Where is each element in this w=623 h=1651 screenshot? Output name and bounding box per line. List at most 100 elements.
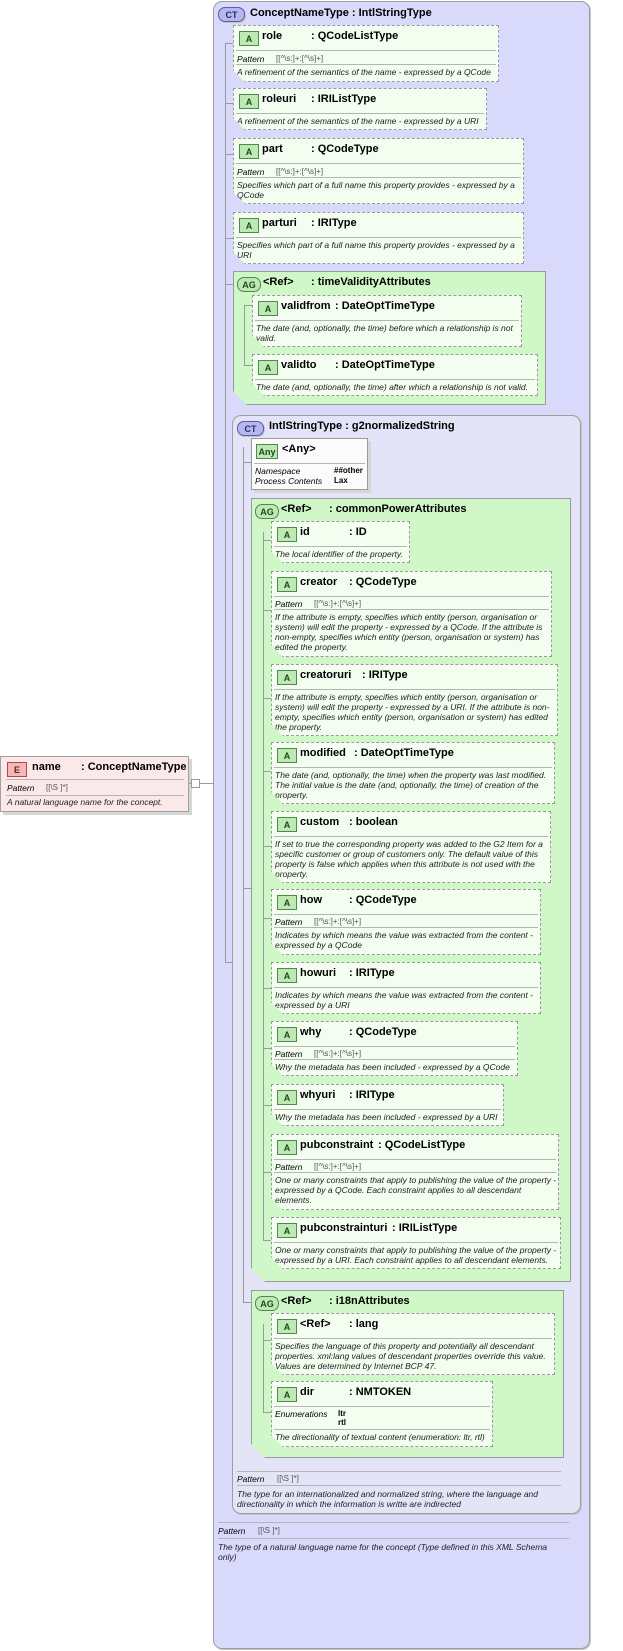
attr-part[interactable]: A part : QCodeType Pattern [[^\s:]+:[^\s… [233, 138, 524, 204]
attr-roleuri-type: : IRIListType [311, 93, 377, 105]
attr-id-doc: The local identifier of the property. [275, 549, 403, 559]
attr-how-doc: Indicates by which means the value was e… [275, 930, 533, 950]
attr-part-pattern-value: [[^\s:]+:[^\s]+] [276, 167, 324, 176]
attribute-group-badge: AG [255, 1296, 279, 1311]
concept-pattern-value: [[\S ]*] [258, 1526, 280, 1535]
attribute-badge: A [258, 360, 278, 375]
complex-type-badge: CT [237, 421, 264, 436]
attr-validto-type: : DateOptTimeType [335, 359, 435, 371]
attr-creator[interactable]: A creator : QCodeType Pattern [[^\s:]+:[… [271, 571, 552, 657]
attr-part-doc: Specifies which part of a full name this… [237, 180, 515, 200]
attr-validto-doc: The date (and, optionally, the time) aft… [256, 382, 528, 392]
attr-howuri[interactable]: A howuri : IRIType Indicates by which me… [271, 962, 541, 1014]
intl-doc: The type for an internationalized and no… [237, 1489, 538, 1509]
attr-creatoruri-type: : IRIType [362, 669, 408, 681]
attr-howuri-doc: Indicates by which means the value was e… [275, 990, 533, 1010]
attr-roleuri[interactable]: A roleuri : IRIListType A refinement of … [233, 88, 487, 130]
attr-id[interactable]: A id : ID The local identifier of the pr… [271, 521, 410, 563]
attribute-badge: A [258, 301, 278, 316]
intl-pattern-value: [[\S ]*] [277, 1474, 299, 1483]
attribute-badge: A [277, 1140, 297, 1155]
attr-validfrom[interactable]: A validfrom : DateOptTimeType The date (… [252, 295, 522, 347]
complex-type-badge: CT [218, 7, 245, 22]
attr-pubconstraint[interactable]: A pubconstraint : QCodeListType Pattern … [271, 1134, 559, 1210]
attr-id-type: : ID [349, 526, 367, 538]
attr-validto-name: validto [281, 359, 317, 371]
attribute-badge: A [277, 527, 297, 542]
attribute-badge: A [277, 817, 297, 832]
attr-why[interactable]: A why : QCodeType Pattern [[^\s:]+:[^\s]… [271, 1021, 518, 1076]
attr-parturi-doc: Specifies which part of a full name this… [237, 240, 515, 260]
intl-type-title: IntlStringType : g2normalizedString [269, 420, 455, 432]
attr-how-type: : QCodeType [349, 894, 417, 906]
attr-validfrom-doc: The date (and, optionally, the time) bef… [256, 323, 513, 343]
concept-type-doc: The type of a natural language name for … [218, 1542, 548, 1562]
attr-modified-doc: The date (and, optionally, the time) whe… [275, 770, 547, 800]
attr-dir-enum-ltr: ltr [338, 1409, 346, 1418]
attr-why-doc: Why the metadata has been included - exp… [275, 1062, 510, 1072]
attr-whyuri-name: whyuri [300, 1089, 336, 1101]
attr-lang[interactable]: A <Ref> : lang Specifies the language of… [271, 1313, 555, 1375]
attr-lang-name: : lang [349, 1318, 379, 1330]
attr-howuri-type: : IRIType [349, 967, 395, 979]
attr-role-doc: A refinement of the semantics of the nam… [237, 67, 491, 77]
i18n-ref: <Ref> [281, 1295, 312, 1307]
attribute-badge: A [239, 31, 259, 46]
attr-custom-type: : boolean [349, 816, 398, 828]
attr-parturi[interactable]: A parturi : IRIType Specifies which part… [233, 212, 524, 264]
attr-why-pattern-value: [[^\s:]+:[^\s]+] [314, 1049, 362, 1058]
attr-dir-enum-label: Enumerations [275, 1409, 328, 1419]
attr-how[interactable]: A how : QCodeType Pattern [[^\s:]+:[^\s]… [271, 889, 541, 955]
attr-whyuri[interactable]: A whyuri : IRIType Why the metadata has … [271, 1084, 504, 1126]
attr-role-pattern-value: [[^\s:]+:[^\s]+] [276, 54, 324, 63]
common-power-name: : commonPowerAttributes [329, 503, 467, 515]
intl-pattern-label: Pattern [237, 1474, 265, 1484]
root-pattern-label: Pattern [7, 783, 35, 793]
attr-creatoruri-name: creatoruri [300, 669, 352, 681]
any-process-value: Lax [334, 476, 348, 485]
attr-pubconstrainturi[interactable]: A pubconstrainturi : IRIListType One or … [271, 1217, 561, 1269]
attr-pubconstraint-pattern-label: Pattern [275, 1162, 303, 1172]
attr-dir-doc: The directionality of textual content (e… [275, 1432, 485, 1442]
any-badge: Any [256, 444, 278, 459]
attr-pubconstraint-name: pubconstraint [300, 1139, 374, 1151]
attr-custom[interactable]: A custom : boolean If set to true the co… [271, 811, 551, 883]
attr-role-type: : QCodeListType [311, 30, 399, 42]
attr-how-pattern-label: Pattern [275, 917, 303, 927]
attr-dir[interactable]: A dir : NMTOKEN Enumerations ltr rtl The… [271, 1381, 493, 1447]
attribute-badge: A [277, 1090, 297, 1105]
attr-pubconstrainturi-doc: One or many constraints that apply to pu… [275, 1245, 557, 1265]
attr-creator-type: : QCodeType [349, 576, 417, 588]
attribute-badge: A [277, 1319, 297, 1334]
attr-role-pattern-label: Pattern [237, 54, 265, 64]
attr-why-pattern-label: Pattern [275, 1049, 303, 1059]
attr-validto[interactable]: A validto : DateOptTimeType The date (an… [252, 354, 538, 396]
attr-creator-pattern-value: [[^\s:]+:[^\s]+] [314, 599, 362, 608]
expand-toggle[interactable] [191, 779, 200, 788]
attribute-badge: A [277, 895, 297, 910]
attr-roleuri-name: roleuri [262, 93, 297, 105]
attr-why-name: why [300, 1026, 322, 1038]
attr-parturi-name: parturi [262, 217, 297, 229]
root-connector [189, 783, 213, 784]
attr-modified[interactable]: A modified : DateOptTimeType The date (a… [271, 742, 555, 804]
attr-pubconstraint-pattern-value: [[^\s:]+:[^\s]+] [314, 1162, 362, 1171]
attr-roleuri-doc: A refinement of the semantics of the nam… [237, 116, 479, 126]
attribute-badge: A [277, 1387, 297, 1402]
attr-dir-name: dir [300, 1386, 315, 1398]
root-type: : ConceptNameType [81, 761, 187, 773]
attr-creator-pattern-label: Pattern [275, 599, 303, 609]
attr-pubconstraint-doc: One or many constraints that apply to pu… [275, 1175, 557, 1205]
attr-parturi-type: : IRIType [311, 217, 357, 229]
any-wildcard[interactable]: Any <Any> Namespace ##other Process Cont… [251, 438, 368, 490]
attribute-badge: A [239, 144, 259, 159]
attr-how-pattern-value: [[^\s:]+:[^\s]+] [314, 917, 362, 926]
attr-validfrom-name: validfrom [281, 300, 331, 312]
attribute-badge: A [277, 968, 297, 983]
attr-why-type: : QCodeType [349, 1026, 417, 1038]
root-element-box[interactable]: E name : ConceptNameType Pattern [[\S ]*… [0, 756, 189, 812]
attr-modified-type: : DateOptTimeType [354, 747, 454, 759]
attr-creatoruri[interactable]: A creatoruri : IRIType If the attribute … [271, 664, 558, 736]
attr-role[interactable]: A role : QCodeListType Pattern [[^\s:]+:… [233, 25, 499, 82]
attr-modified-name: modified [300, 747, 346, 759]
